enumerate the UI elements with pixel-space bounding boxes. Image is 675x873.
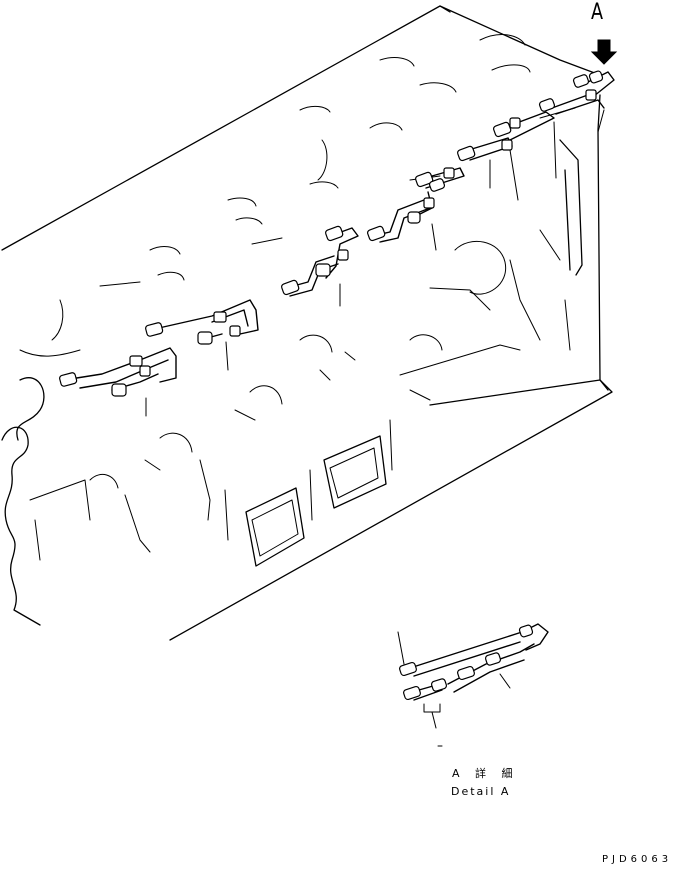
view-label: A: [591, 0, 604, 25]
fuel-injection-pipes: [59, 70, 615, 397]
down-arrow-icon: [590, 39, 618, 65]
detail-title-en: Detail A: [451, 785, 511, 798]
engine-block-outline: [1, 5, 613, 641]
leader-lines: [145, 109, 605, 417]
detail-a-drawing: [397, 623, 549, 747]
detail-title-jp: A 詳 細: [452, 767, 519, 780]
figure-code: PJD6063: [602, 854, 673, 865]
